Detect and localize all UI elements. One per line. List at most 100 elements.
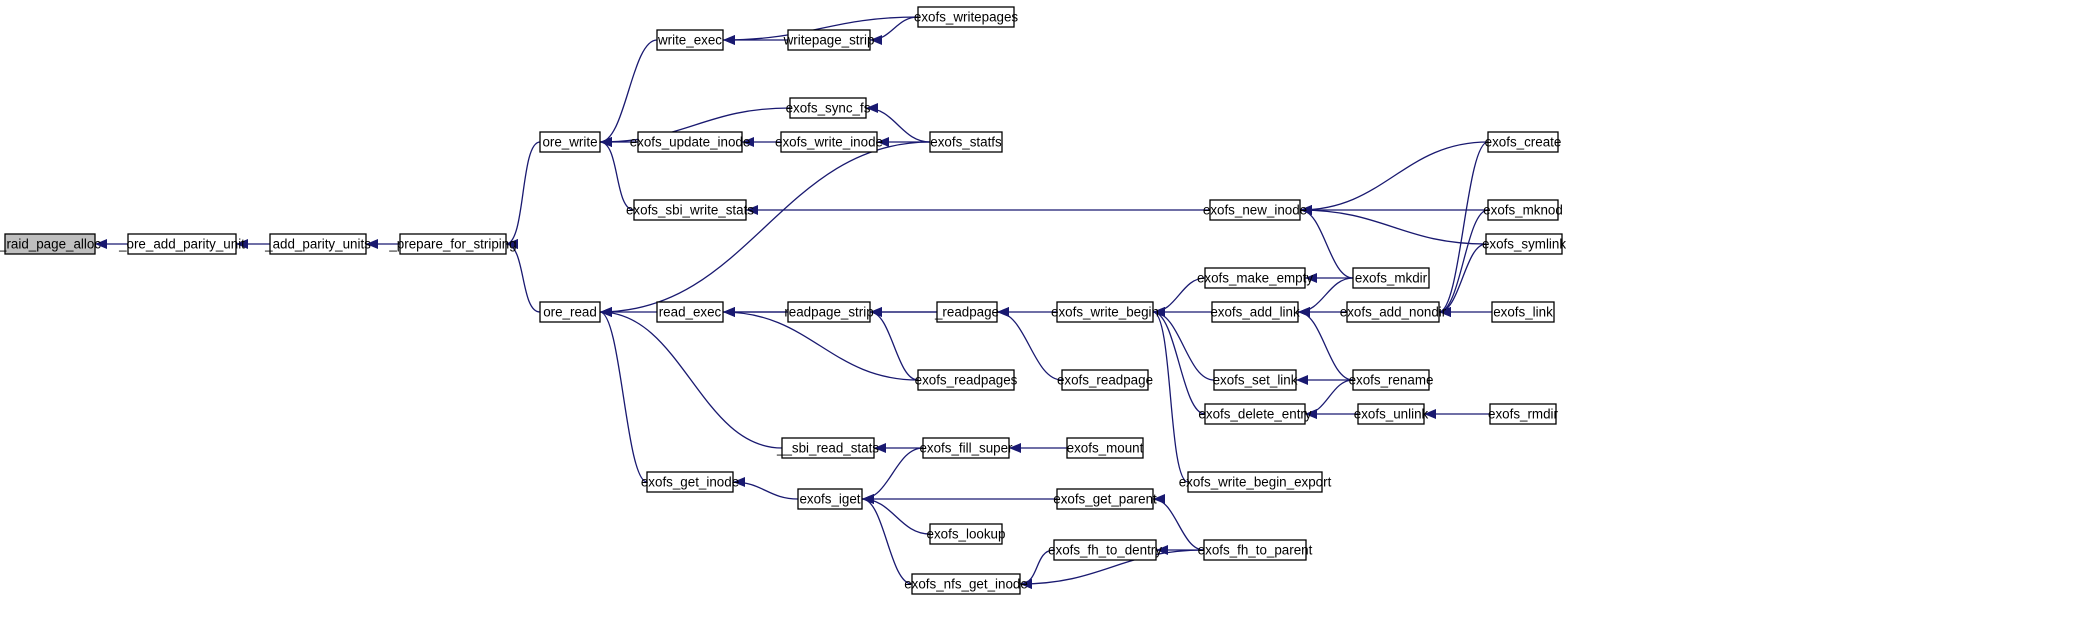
node-box [1213,369,1297,391]
edge-write-exec-to-ore-write [599,39,658,147]
node-label: exofs_sync_fs [786,101,871,116]
edge-exofs-rename-to-exofs-delete-entry [1304,379,1354,419]
node-box [911,573,1021,595]
edge-exofs-write-begin-export-to-exofs-write-begin [1152,307,1189,483]
node-box [269,233,367,255]
edges-layer [95,16,1492,589]
node-exofs-fill-super[interactable]: exofs_fill_super [919,437,1013,459]
node-label: read_exec [659,305,722,320]
node-label: exofs_create [1485,135,1562,150]
node-label: exofs_add_link [1210,305,1300,320]
node-exofs-get-inode[interactable]: exofs_get_inode [641,471,739,493]
node-exofs-iget[interactable]: exofs_iget [797,488,863,510]
node-exofs-mount[interactable]: exofs_mount [1066,437,1144,459]
node-exofs-sbi-write-stats[interactable]: exofs_sbi_write_stats [626,199,754,221]
node-exofs-link[interactable]: exofs_link [1491,301,1555,323]
node-label: exofs_link [1493,305,1553,320]
node-exofs-unlink[interactable]: exofs_unlink [1354,403,1429,425]
node-exofs-statfs[interactable]: exofs_statfs [929,131,1003,153]
node-ore-write[interactable]: ore_write [539,131,601,153]
node-write-exec[interactable]: write_exec [656,29,724,51]
node-writepage-strip[interactable]: writepage_strip [783,29,875,51]
node-label: exofs_readpages [915,373,1018,388]
node-exofs-fh-to-parent[interactable]: exofs_fh_to_parent [1198,539,1313,561]
node-box [797,488,863,510]
node-exofs-new-inode[interactable]: exofs_new_inode [1203,199,1307,221]
node-exofs-add-link[interactable]: exofs_add_link [1210,301,1300,323]
node-exofs-writepages[interactable]: exofs_writepages [914,6,1019,28]
node-prepare-for-striping[interactable]: _prepare_for_striping [388,233,517,255]
node-box [787,29,871,51]
node-exofs-nfs-get-inode[interactable]: exofs_nfs_get_inode [904,573,1028,595]
node-box [1209,199,1301,221]
edge-exofs-delete-entry-to-exofs-write-begin [1152,307,1206,415]
node-box [399,233,507,255]
node-exofs-fh-to-dentry[interactable]: exofs_fh_to_dentry [1048,539,1162,561]
node-label: exofs_mknod [1483,203,1563,218]
edge-exofs-lookup-to-exofs-iget [861,494,931,535]
edge-exofs-statfs-to-exofs-sync-fs [865,103,931,143]
node-label: exofs_write_inode [775,135,883,150]
edge-exofs-sync-fs-to-ore-write [599,107,791,147]
node-exofs-sync-fs[interactable]: exofs_sync_fs [786,97,871,119]
node-readpage-strip[interactable]: readpage_strip [784,301,874,323]
node-add-parity-units[interactable]: _add_parity_units [264,233,371,255]
node-label: exofs_make_empty [1197,271,1313,286]
node-exofs-readpage[interactable]: exofs_readpage [1057,369,1153,391]
node-box [656,29,724,51]
edge-ore-read-to-prepare-for-striping [505,239,541,313]
node-exofs-lookup[interactable]: exofs_lookup [927,523,1006,545]
node-read-exec[interactable]: read_exec [656,301,724,323]
node-exofs-symlink[interactable]: exofs_symlink [1482,233,1566,255]
node-box [1066,437,1144,459]
node-exofs-delete-entry[interactable]: exofs_delete_entry [1198,403,1312,425]
node-label: exofs_iget [799,492,860,507]
node-box [780,131,878,153]
node-exofs-write-begin[interactable]: exofs_write_begin [1051,301,1159,323]
node-readpage[interactable]: _readpage [934,301,999,323]
node-ore-add-parity-unit[interactable]: _ore_add_parity_unit [118,233,245,255]
edge-exofs-symlink-to-exofs-add-nondir [1438,243,1487,317]
node-exofs-rmdir[interactable]: exofs_rmdir [1488,403,1559,425]
node-box [1061,369,1149,391]
node-box [929,131,1003,153]
node-label: ore_write [542,135,597,150]
node-exofs-set-link[interactable]: exofs_set_link [1213,369,1298,391]
node-box [1357,403,1425,425]
node-box [1489,403,1557,425]
node-exofs-update-inode[interactable]: exofs_update_inode [630,131,751,153]
node-raid-page-alloc[interactable]: _raid_page_alloc [0,233,101,255]
node-exofs-write-begin-export[interactable]: exofs_write_begin_export [1179,471,1332,493]
node-box [789,97,867,119]
node-exofs-mkdir[interactable]: exofs_mkdir [1352,267,1430,289]
node-label: exofs_write_begin [1051,305,1159,320]
node-box [1204,267,1306,289]
node-label: _readpage [934,305,999,320]
edge-exofs-nfs-get-inode-to-exofs-iget [861,494,913,585]
node-ore-read[interactable]: ore_read [539,301,601,323]
node-label: exofs_symlink [1482,237,1566,252]
node-box [539,131,601,153]
node-exofs-create[interactable]: exofs_create [1485,131,1562,153]
node-exofs-readpages[interactable]: exofs_readpages [915,369,1018,391]
node-exofs-get-parent[interactable]: exofs_get_parent [1053,488,1157,510]
node-exofs-rename[interactable]: exofs_rename [1349,369,1434,391]
node-box [637,131,743,153]
node-label: exofs_new_inode [1203,203,1307,218]
node-sbi-read-stats[interactable]: __sbi_read_stats [776,437,879,459]
node-exofs-mknod[interactable]: exofs_mknod [1483,199,1563,221]
edge-exofs-writepages-to-write-exec [722,16,919,45]
edge-exofs-writepages-to-writepage-strip [869,16,919,45]
node-label: ore_read [543,305,597,320]
node-box [1487,131,1559,153]
node-label: exofs_nfs_get_inode [904,577,1028,592]
node-exofs-write-inode[interactable]: exofs_write_inode [775,131,883,153]
node-box [1487,199,1559,221]
edge-exofs-statfs-to-ore-read [599,141,931,317]
edge-exofs-readpages-to-read-exec [722,307,919,381]
edge-exofs-readpage-to-readpage [996,307,1063,381]
node-exofs-make-empty[interactable]: exofs_make_empty [1197,267,1313,289]
node-exofs-add-nondir[interactable]: exofs_add_nondir [1340,301,1447,323]
node-box [656,301,724,323]
node-box [1491,301,1555,323]
